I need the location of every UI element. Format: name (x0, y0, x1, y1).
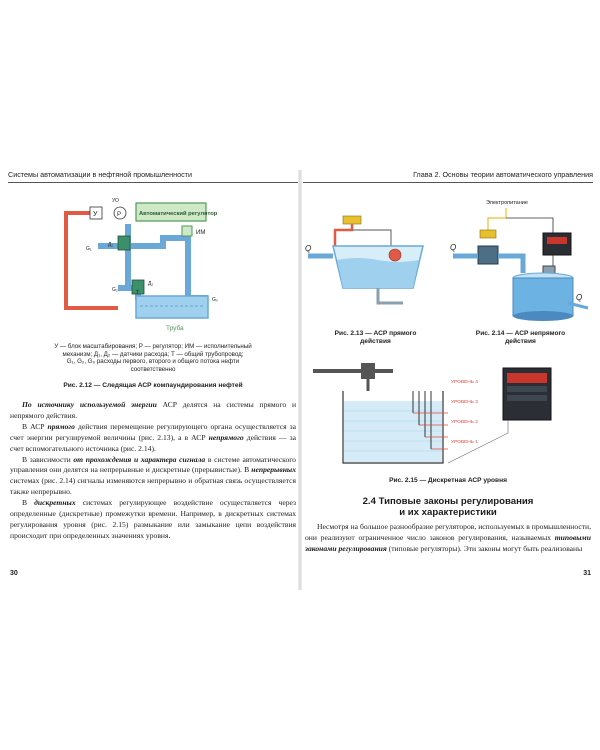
flow-meter-d2 (131, 279, 145, 295)
scaling-block (89, 206, 103, 220)
label-q-inflow: Q (305, 244, 311, 253)
page-number-left: 30 (10, 570, 18, 577)
figure-2-13-caption: Рис. 2.13 — АСР прямого действия (303, 330, 448, 346)
regulator-symbol (113, 206, 127, 220)
caption-line: Рис. 2.14 — АСР непрямого (475, 330, 566, 337)
figure-2-15-caption: Рис. 2.15 — Дискретная АСР уровня (389, 477, 507, 484)
label-g2: G₂ (112, 287, 118, 293)
caption-line: Рис. 2.13 — АСР прямого (334, 330, 417, 337)
label-d2: Д₂ (148, 281, 153, 287)
left-page: Системы автоматизации в нефтяной промышл… (8, 170, 298, 590)
label-d1: Д₁ (108, 242, 113, 248)
book-gutter (298, 170, 302, 590)
page-number-right: 31 (583, 570, 591, 577)
label-vy: УО (112, 198, 119, 204)
left-body-text: По источнику используемой энергии АСР де… (10, 400, 296, 542)
paragraph-typical-laws: Несмотря на большое разнообразие регулят… (305, 522, 591, 553)
label-y: У (93, 211, 98, 218)
caption-line: действия (505, 338, 536, 345)
label-q-out: Q (576, 293, 582, 302)
right-body-text: Несмотря на большое разнообразие регулят… (305, 522, 591, 555)
automatic-regulator-box (135, 202, 207, 222)
flow-meter-d1 (117, 235, 131, 251)
running-head-right: Глава 2. Основы теории автоматического у… (303, 170, 593, 183)
actuator-im (181, 225, 193, 237)
figure-2-14-diagram: Электропитание Q Q (450, 200, 589, 321)
outflow-pipe (376, 288, 403, 305)
paragraph-energy-source: По источнику используемой энергии АСР де… (10, 400, 297, 420)
label-t: Т (136, 290, 139, 296)
legend-line: соответственно (130, 365, 176, 373)
common-pipe-tank (135, 295, 209, 319)
figure-2-12-caption: Рис. 2.12 — Следящая АСР компаундировани… (63, 382, 243, 389)
control-valve (477, 245, 499, 265)
indirect-action-tank (512, 277, 574, 317)
section-heading-2-4: 2.4 Типовые законы регулирования и их ха… (303, 496, 593, 518)
discharge-pipe (498, 253, 526, 273)
caption-line: действия (360, 338, 391, 345)
label-im: ИМ (196, 230, 205, 236)
legend-line: У — блок масштабирования; Р — регулятор;… (54, 343, 252, 350)
label-p: Р (117, 212, 121, 218)
legend-line: механизм; Д₁, Д₂ — датчики расхода; Т — … (62, 350, 244, 358)
figure-2-12-diagram: У Р УО Автоматический регулятор ИМ Д₁ Д₂… (64, 198, 218, 332)
label-power: Электропитание (486, 200, 528, 206)
level-label: УРОВЕНЬ 2 (451, 419, 478, 425)
level-label: УРОВЕНЬ 1 (451, 439, 478, 445)
paragraph-discrete: В дискретных системах регулирующее возде… (10, 498, 296, 540)
level-label: УРОВЕНЬ 4 (451, 379, 478, 385)
figure-2-15-diagram: УРОВЕНЬ 4 УРОВЕНЬ 3 УРОВЕНЬ 2 УРОВЕНЬ 1 (313, 363, 552, 464)
section-title-line: и их характеристики (399, 507, 497, 518)
valve-actuator (479, 229, 497, 239)
label-g1: G₁ (86, 246, 92, 252)
running-head-left: Системы автоматизации в нефтяной промышл… (8, 170, 298, 183)
label-g0: G₀ (212, 297, 218, 303)
figure-2-14-caption: Рис. 2.14 — АСР непрямого действия (448, 330, 593, 346)
label-regulator: Автоматический регулятор (139, 210, 218, 217)
section-title-line: 2.4 Типовые законы регулирования (362, 496, 534, 507)
figure-2-12-legend: У — блок масштабирования; Р — регулятор;… (18, 343, 288, 373)
label-pipe: Труба (166, 324, 184, 332)
float-ball (388, 248, 402, 262)
level-label: УРОВЕНЬ 3 (451, 399, 478, 405)
legend-line: G₁, G₂, G₀ расходы первого, второго и об… (66, 358, 240, 366)
label-q-in: Q (450, 243, 456, 252)
signal-line-left (64, 211, 118, 310)
float-valve-body (342, 215, 362, 225)
figure-2-13-diagram: Q (305, 215, 424, 305)
right-page: Глава 2. Основы теории автоматического у… (303, 170, 593, 590)
paragraph-direct-indirect: В АСР прямого действия перемещение регул… (10, 421, 296, 453)
paragraph-signal-type: В зависимости от прохождения и характера… (10, 454, 296, 497)
